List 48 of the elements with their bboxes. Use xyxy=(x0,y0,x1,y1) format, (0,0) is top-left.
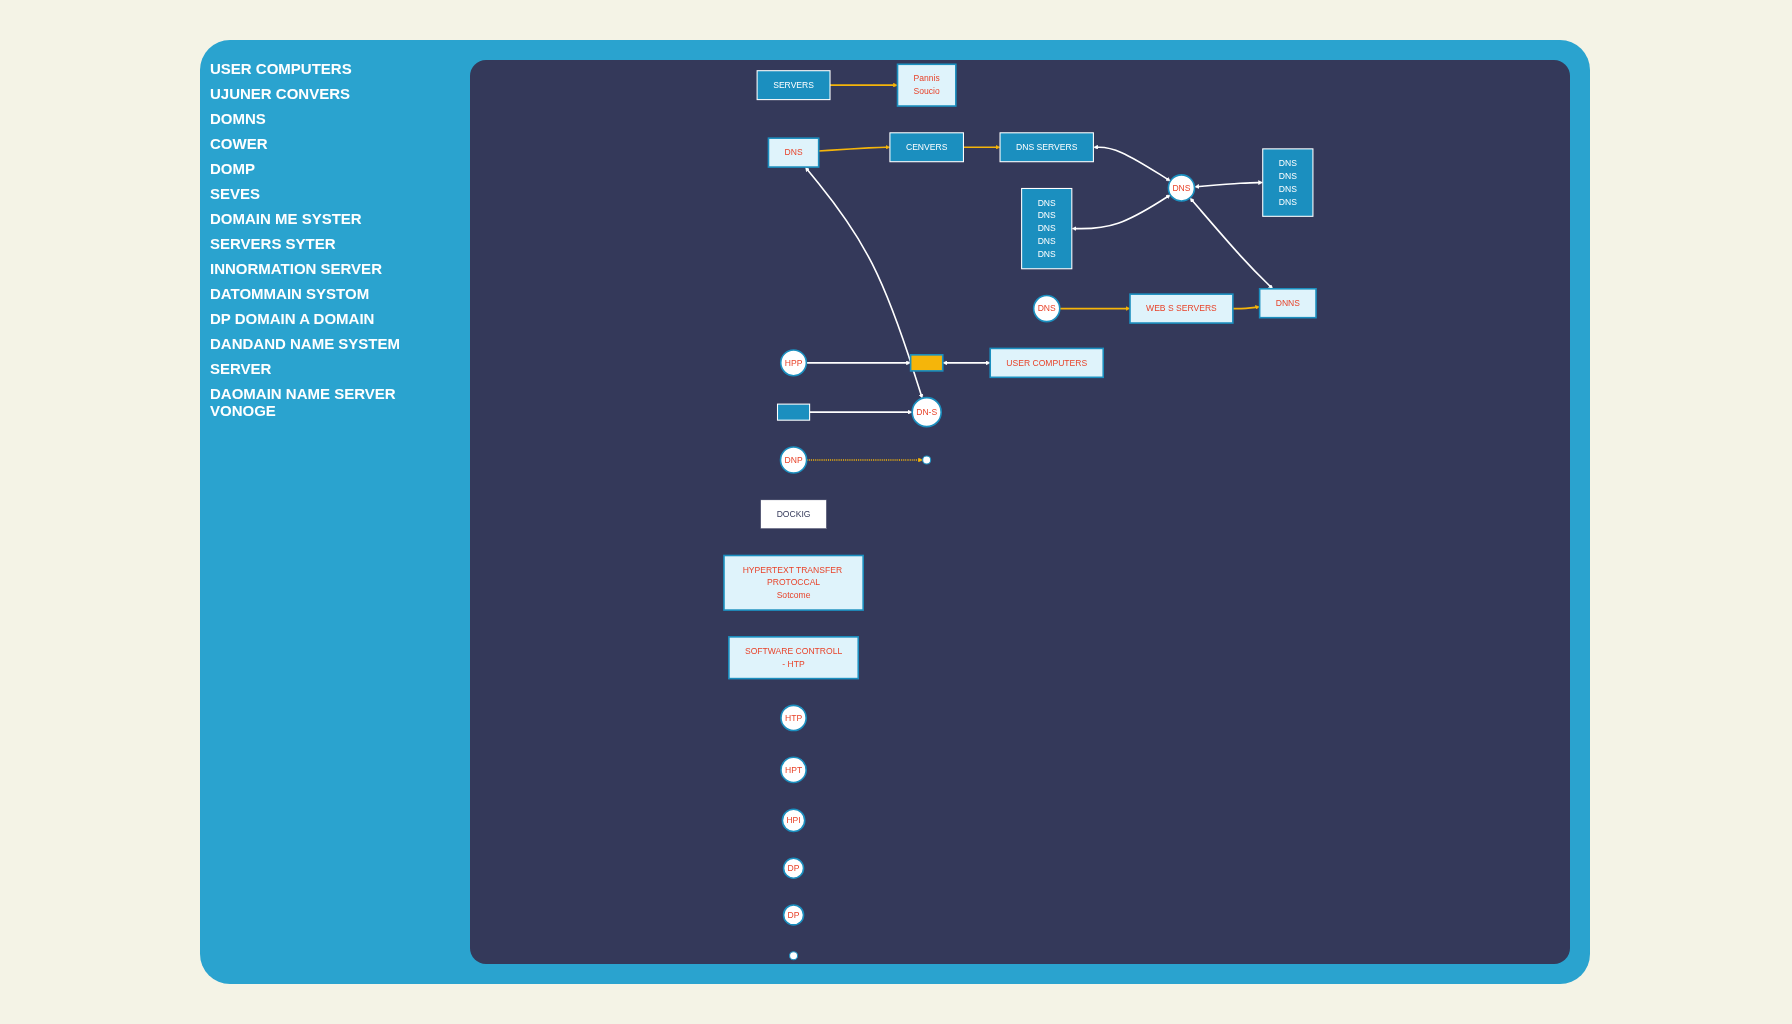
node-circle: HPP xyxy=(779,349,808,377)
arrow xyxy=(1071,194,1171,231)
node-circle: HPT xyxy=(780,756,807,784)
node-box: DNS DNS DNS DNS xyxy=(1262,148,1314,217)
node-circle: DN-S xyxy=(911,396,942,428)
node-box xyxy=(909,354,944,372)
arrow xyxy=(1189,197,1273,289)
arrow xyxy=(1194,180,1263,189)
arrow xyxy=(1232,305,1260,310)
node-box: Pannis Soucio xyxy=(896,63,957,107)
node-box xyxy=(776,403,811,421)
node-box: USER COMPUTERS xyxy=(989,347,1105,379)
note-label: UJUNER CONVERS xyxy=(210,85,352,102)
note-label: USER COMPUTERS xyxy=(210,60,353,77)
node-circle: DNP xyxy=(779,446,808,474)
node-circle: DP xyxy=(782,904,805,926)
node-box: DNS DNS DNS DNS DNS xyxy=(1021,187,1073,270)
note-label: SERVERS SYTER xyxy=(210,235,337,252)
note-label: COWER xyxy=(210,135,269,152)
arrow xyxy=(805,167,924,399)
note-label: DAOMAIN NAME SERVER VONOGE xyxy=(210,385,397,419)
node-box: DNS SERVERS xyxy=(999,132,1094,163)
note-label: DANDAND NAME SYSTEM xyxy=(210,335,401,352)
node-box: WEB S SERVERS xyxy=(1129,293,1234,324)
node-circle: HPI xyxy=(781,808,806,833)
arrow xyxy=(1093,144,1171,182)
note-label: DOMAIN ME SYSTER xyxy=(210,210,363,227)
node-box: CENVERS xyxy=(889,132,964,163)
node-circle: DNS xyxy=(1167,174,1196,202)
node-person xyxy=(922,455,932,465)
node-box: DNNS xyxy=(1258,287,1317,319)
note-label: SERVER xyxy=(210,360,273,377)
node-box: DOCKIG xyxy=(760,499,827,529)
node-box: SOFTWARE CONTROLL - HTP xyxy=(728,636,860,680)
node-box: SERVERS xyxy=(756,70,831,101)
note-label: SEVES xyxy=(210,185,262,202)
node-circle: HTP xyxy=(780,704,807,732)
note-label: DP DOMAIN A DOMAIN xyxy=(210,310,376,327)
node-box: HYPERTEXT TRANSFER PROTOCCAL Sotcome xyxy=(723,554,864,611)
node-person xyxy=(789,951,799,961)
note-label: DATOMMAIN SYSTOM xyxy=(210,285,371,302)
node-circle: DNS xyxy=(1032,294,1061,323)
arrow xyxy=(942,360,991,366)
note-label: DOMP xyxy=(210,160,256,177)
note-label: DOMNS xyxy=(210,110,267,127)
note-label: INNORMATION SERVER xyxy=(210,260,383,277)
node-circle: DP xyxy=(782,857,805,880)
node-box: DNS xyxy=(767,137,820,168)
